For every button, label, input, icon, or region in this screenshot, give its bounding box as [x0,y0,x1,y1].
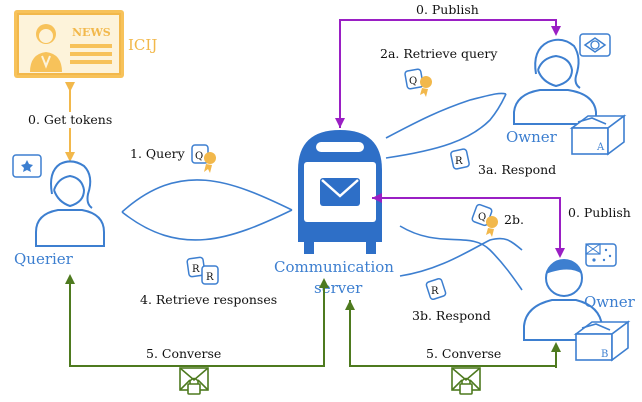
query-token-icon: Q [191,144,216,173]
locked-envelope-left-icon [179,367,209,395]
mailbox-icon [298,130,382,254]
svg-text:R: R [455,156,463,167]
converse-right-label: 5. Converse [426,346,501,361]
box-b-icon [573,320,631,362]
news-icon: NEWS [14,10,124,78]
svg-text:Q: Q [195,151,203,162]
converse-left-label: 5. Converse [146,346,221,361]
publish-a-label: 0. Publish [416,2,479,17]
owner-a-icon [513,38,597,125]
response-token-b-icon: R [425,277,447,301]
query-token-a-icon: Q [404,68,432,97]
retrieve-query-label: 2a. Retrieve query [380,46,498,61]
server-label-line2: server [314,279,363,297]
owner-b-channel [399,225,523,291]
retrieve-responses-label: 4. Retrieve responses [140,292,277,307]
box-a-icon [569,114,627,156]
hong-kong-flag-icon [12,154,42,178]
svg-text:R: R [431,286,439,297]
querier-channel [121,179,293,241]
get-tokens-label: 0. Get tokens [28,112,112,127]
box-b-letter: B [601,349,608,360]
news-label: NEWS [72,26,111,39]
owner-a-label: Owner [506,128,558,146]
response-tokens-icon: R R [186,256,219,285]
querier-icon [35,160,105,247]
publish-b-arrow [372,197,565,258]
locked-envelope-right-icon [451,367,481,395]
respond-3b-label: 3b. Respond [412,308,491,323]
icij-label: ICIJ [128,36,157,54]
publish-b-label: 0. Publish [568,205,631,220]
query-token-b-icon: Q [471,203,498,237]
svg-text:Q: Q [409,76,417,87]
respond-3a-label: 3a. Respond [478,162,556,177]
owner-b-label: Owner [584,293,636,311]
response-token-a-icon: R [450,148,470,170]
step-2b-label: 2b. [504,212,524,227]
australia-flag-icon [585,243,617,267]
server-label-line1: Communication [274,258,394,276]
svg-text:R: R [206,272,214,283]
svg-text:Q: Q [478,212,486,223]
query-label: 1. Query [130,146,186,161]
box-a-letter: A [596,142,605,153]
querier-label: Querier [14,250,74,268]
svg-text:R: R [192,264,200,275]
owner-a-channel [385,92,507,159]
brazil-flag-icon [579,33,611,57]
